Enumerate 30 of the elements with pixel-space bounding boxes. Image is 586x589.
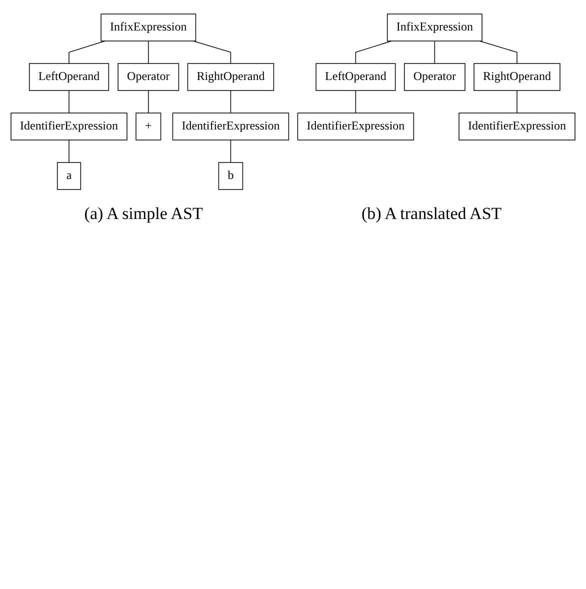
node-box: LeftOperand xyxy=(28,63,110,91)
connector xyxy=(68,140,70,163)
node-box: Operator xyxy=(404,63,466,91)
connector xyxy=(230,90,232,114)
node-box: RightOperand xyxy=(187,63,274,91)
node-box: a xyxy=(56,162,82,190)
connector xyxy=(68,40,106,64)
node-box: IdentifierExpression xyxy=(10,112,128,140)
connector xyxy=(230,140,232,163)
connector xyxy=(68,90,70,114)
connector xyxy=(516,90,518,114)
node-box: IdentifierExpression xyxy=(458,112,576,140)
node-box: b xyxy=(218,162,244,190)
node-box: IdentifierExpression xyxy=(172,112,290,140)
connector xyxy=(192,40,232,64)
connector xyxy=(479,40,518,64)
node-box: + xyxy=(136,112,162,140)
connector xyxy=(148,40,149,64)
figure-caption: (b) A translated AST xyxy=(361,204,502,224)
connector xyxy=(434,40,436,64)
figure-caption: (a) A simple AST xyxy=(84,204,203,224)
connector xyxy=(148,90,149,114)
node-box: InfixExpression xyxy=(386,14,482,42)
connector xyxy=(355,90,356,114)
connector xyxy=(355,40,392,64)
node-box: LeftOperand xyxy=(316,63,396,91)
node-box: IdentifierExpression xyxy=(297,112,414,140)
node-box: Operator xyxy=(118,63,180,91)
node-box: InfixExpression xyxy=(100,14,196,42)
node-box: RightOperand xyxy=(474,63,560,91)
